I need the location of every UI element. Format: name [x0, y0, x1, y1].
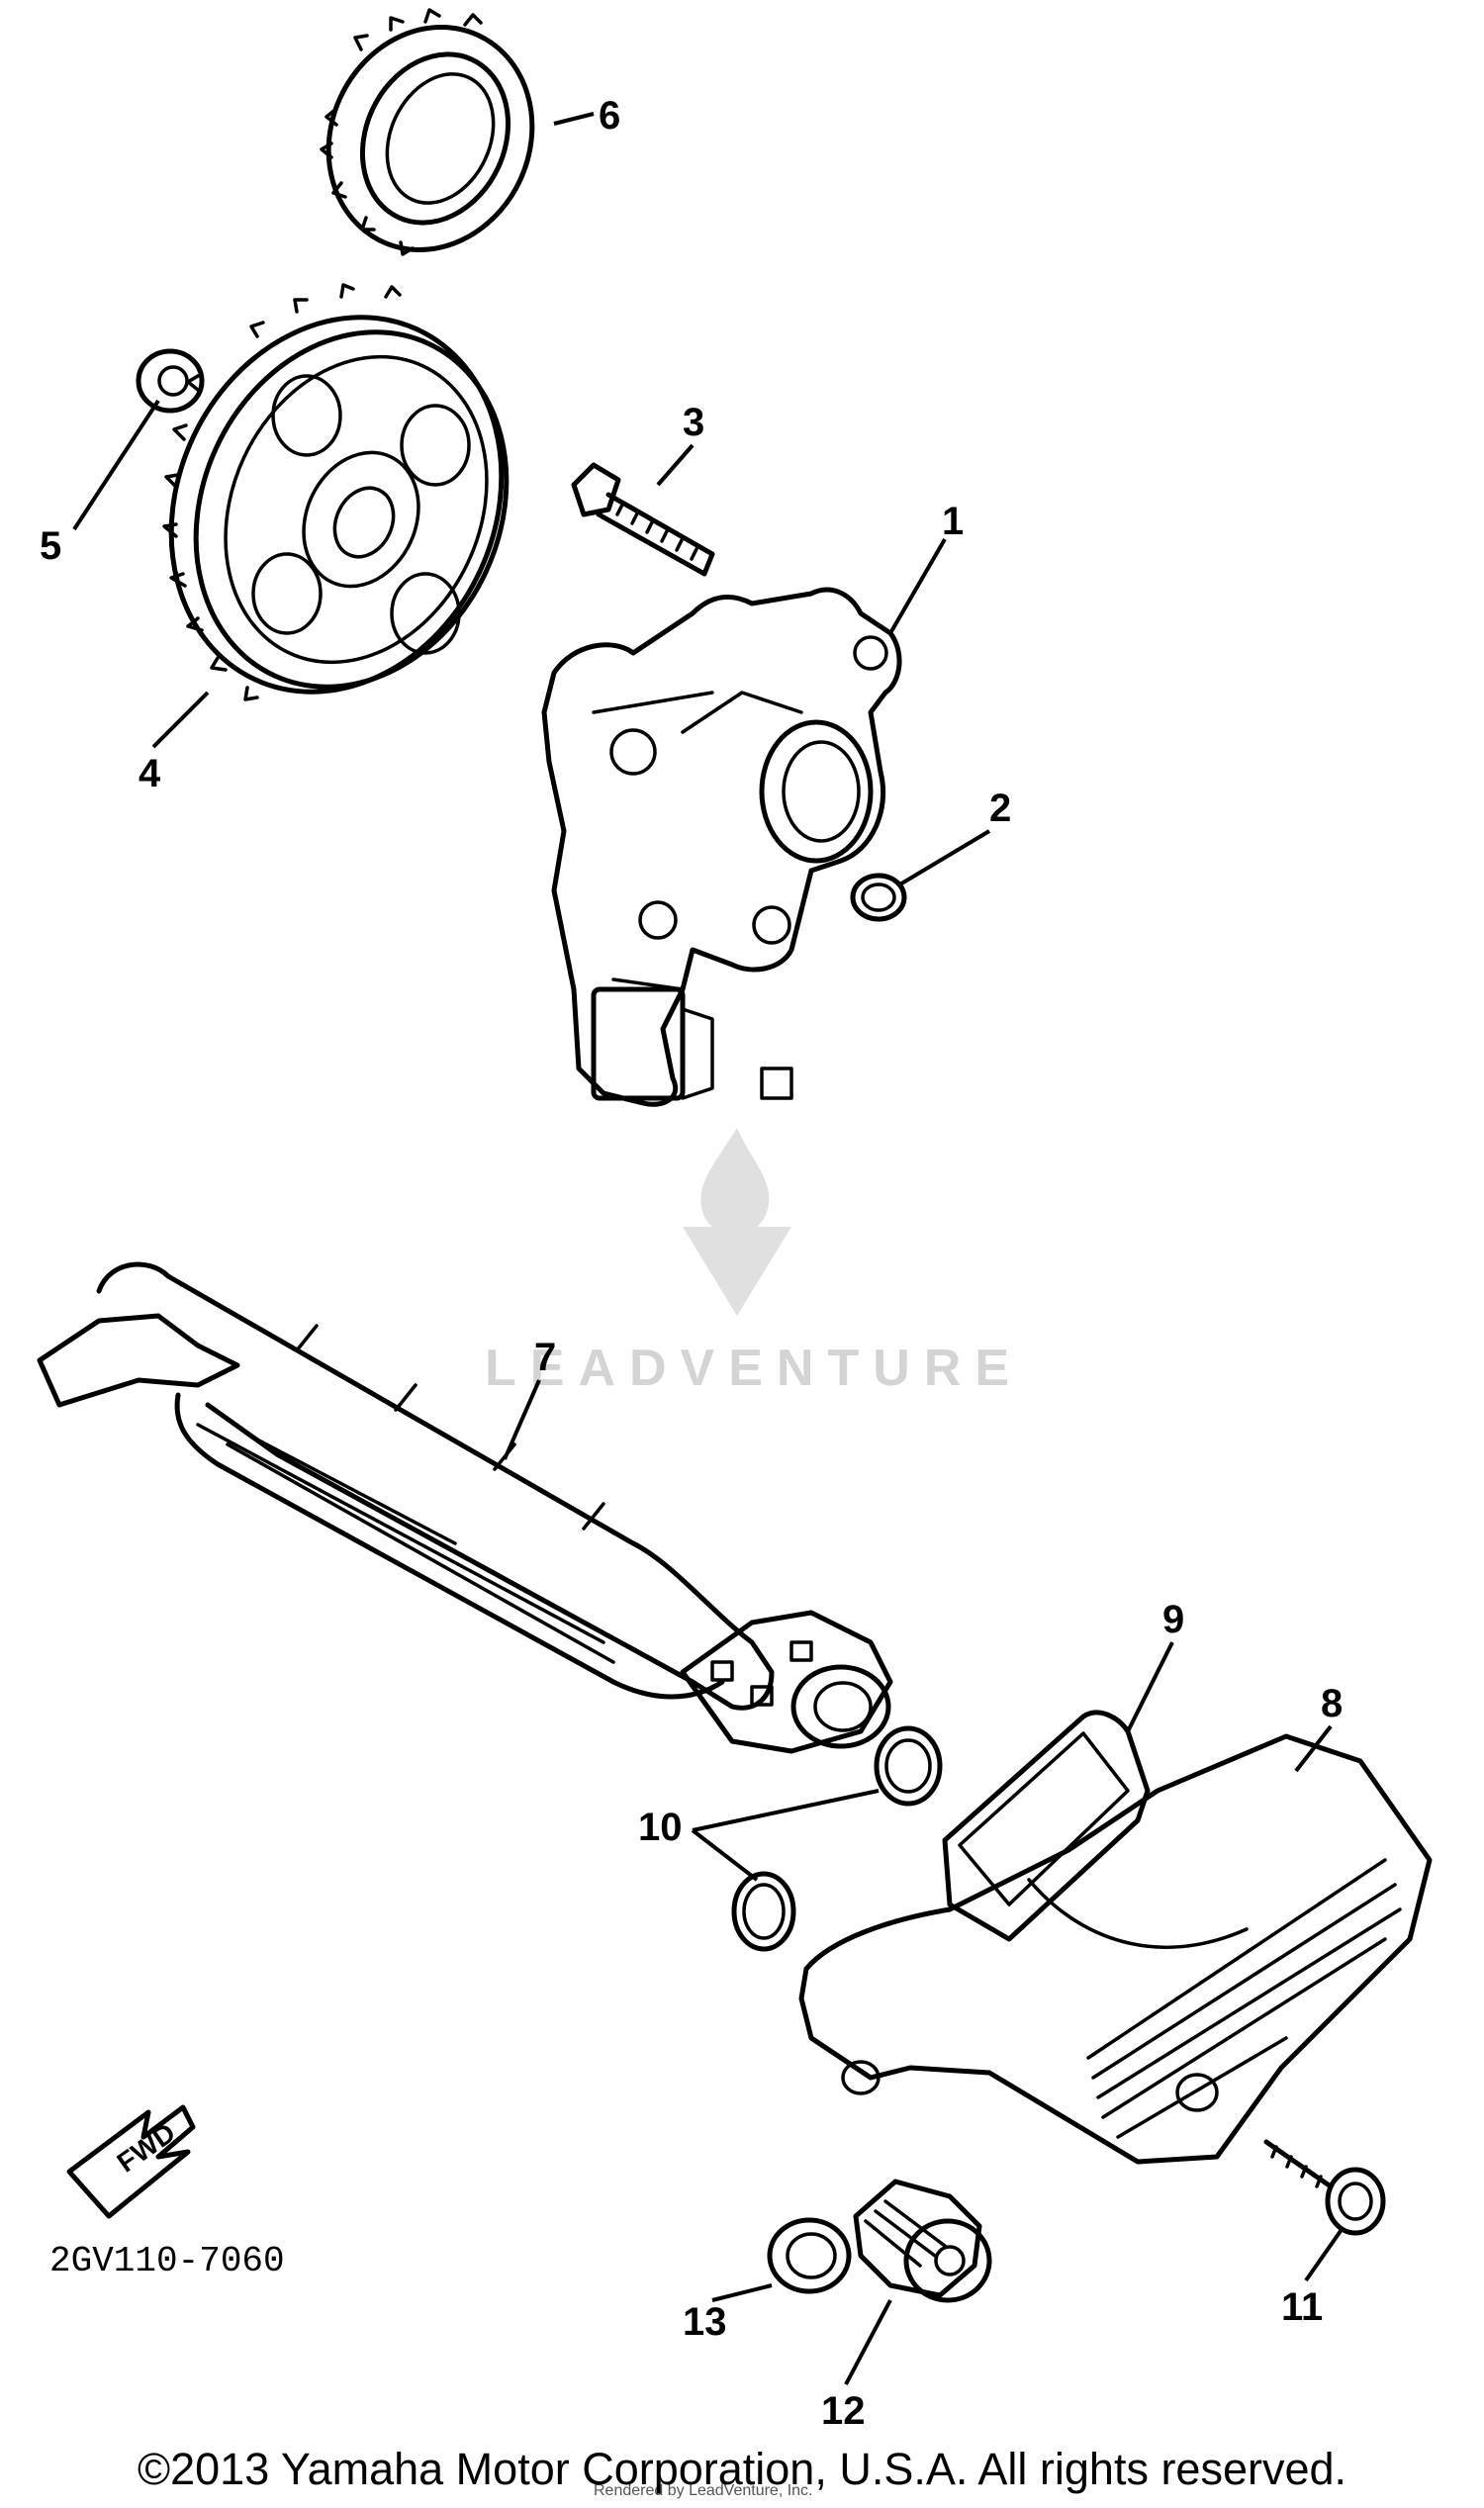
part-6-small-gear	[320, 8, 535, 256]
forward-arrow-icon: FWD	[66, 2104, 196, 2219]
diagram-code: 2GV110-7060	[49, 2241, 285, 2281]
part-2-o-ring	[850, 873, 907, 922]
leader-lines	[72, 112, 1343, 2385]
part-12-drain-bolt	[853, 2179, 992, 2303]
callout-numbers: 6 5 4 3 1 2 7 9 8 10 11 13 12	[40, 94, 1343, 2433]
part-9-gasket	[942, 1710, 1151, 1942]
part-3-bolt	[571, 462, 715, 577]
callout-6: 6	[599, 94, 620, 138]
part-11-screw	[1263, 2139, 1386, 2236]
render-credit: Rendered by LeadVenture, Inc.	[594, 2482, 813, 2499]
callout-2: 2	[989, 787, 1011, 830]
callout-1: 1	[942, 500, 964, 543]
part-1-oil-pump	[541, 587, 902, 1107]
callout-10: 10	[638, 1806, 683, 1849]
leadventure-watermark: LEADVENTURE	[485, 1128, 1023, 1397]
callout-8: 8	[1321, 1682, 1343, 1725]
callout-11: 11	[1281, 2285, 1323, 2329]
callout-3: 3	[683, 401, 704, 444]
callout-5: 5	[40, 524, 61, 568]
part-8-cover	[798, 1733, 1433, 2165]
part-7-strainer	[37, 1261, 893, 1754]
callout-12: 12	[821, 2389, 866, 2433]
callout-13: 13	[683, 2300, 727, 2344]
callout-7: 7	[534, 1336, 556, 1379]
copyright-notice: ©2013 Yamaha Motor Corporation, U.S.A. A…	[137, 2444, 1347, 2494]
part-10-o-rings	[731, 1725, 943, 1952]
part-4-large-gear	[162, 283, 510, 701]
callout-9: 9	[1162, 1598, 1184, 1641]
part-13-washer	[767, 2217, 852, 2294]
watermark-text: LEADVENTURE	[485, 1340, 1023, 1397]
callout-4: 4	[139, 752, 161, 795]
